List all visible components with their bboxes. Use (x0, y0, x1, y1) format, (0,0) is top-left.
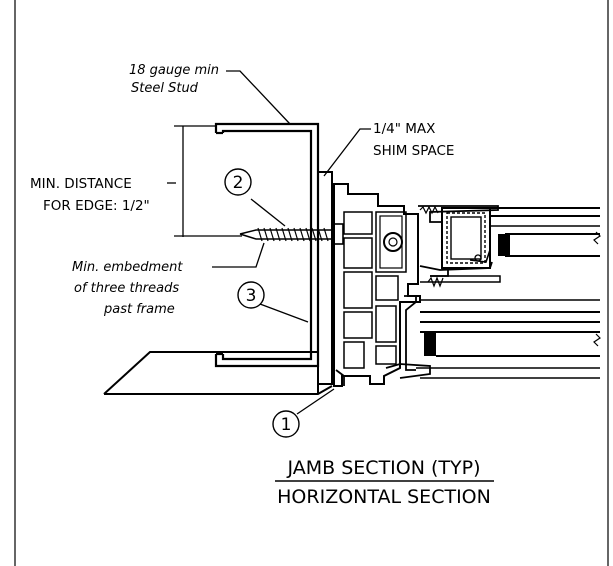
svg-text:1: 1 (281, 415, 292, 435)
svg-text:JAMB SECTION (TYP): JAMB SECTION (TYP) (287, 457, 481, 479)
marker-3: 3 (237, 281, 265, 309)
svg-text:18 gauge min: 18 gauge min (129, 63, 219, 78)
svg-text:FOR EDGE: 1/2": FOR EDGE: 1/2" (43, 198, 150, 214)
steel-stud (214, 122, 320, 368)
embedment-callout: Min. embedment of three threads past fra… (72, 260, 183, 317)
svg-text:Min. embedment: Min. embedment (72, 260, 183, 275)
section-title: JAMB SECTION (TYP) HORIZONTAL SECTION (275, 457, 494, 508)
svg-text:Steel Stud: Steel Stud (131, 81, 199, 96)
edge-dimension (167, 125, 242, 237)
svg-text:HORIZONTAL SECTION: HORIZONTAL SECTION (277, 486, 491, 508)
svg-text:MIN. DISTANCE: MIN. DISTANCE (30, 176, 132, 192)
screw (239, 223, 344, 245)
svg-text:of three threads: of three threads (74, 281, 179, 296)
upper-sash (418, 205, 501, 288)
shim (317, 171, 333, 385)
marker-2: 2 (224, 168, 252, 196)
window-frame (333, 183, 431, 387)
marker-1: 1 (272, 410, 300, 438)
leader-lines (212, 70, 371, 415)
svg-text:2: 2 (233, 173, 244, 193)
svg-text:3: 3 (246, 286, 257, 306)
svg-text:past frame: past frame (103, 302, 175, 317)
shim-callout: 1/4" MAX SHIM SPACE (373, 121, 454, 159)
edge-callout: MIN. DISTANCE FOR EDGE: 1/2" (30, 176, 150, 214)
sheet-border (14, 0, 609, 566)
svg-text:1/4" MAX: 1/4" MAX (373, 121, 435, 137)
stud-callout: 18 gauge min Steel Stud (129, 63, 219, 96)
svg-text:SHIM SPACE: SHIM SPACE (373, 143, 454, 159)
glass-panes (416, 207, 601, 379)
